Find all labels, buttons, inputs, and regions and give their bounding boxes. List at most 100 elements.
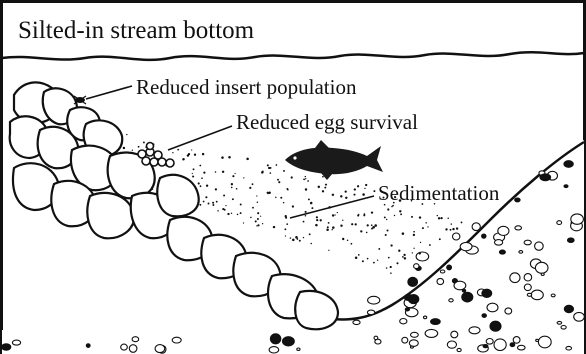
sediment-dot — [310, 202, 313, 205]
label-insect-population: Reduced insert population — [136, 77, 356, 98]
sediment-dot — [223, 195, 225, 197]
sediment-dot — [445, 228, 447, 230]
sediment-dot — [365, 184, 367, 186]
sediment-dot — [398, 250, 400, 252]
pebble — [453, 233, 460, 240]
sediment-dot — [257, 224, 259, 226]
sediment-dot — [286, 223, 288, 225]
sediment-dot — [322, 176, 324, 178]
pebble — [404, 294, 412, 300]
sediment-dot — [132, 150, 133, 151]
pebble — [510, 343, 515, 347]
sediment-dot — [340, 225, 342, 227]
sediment-dot — [334, 214, 335, 215]
pebble — [487, 303, 498, 312]
pebble — [527, 293, 531, 296]
sediment-dot — [400, 213, 402, 215]
sediment-dot — [275, 197, 276, 198]
pebble — [495, 240, 503, 246]
pebble — [531, 290, 543, 300]
sediment-dot — [199, 204, 201, 206]
sediment-dot — [390, 266, 392, 268]
sediment-dot — [273, 226, 275, 228]
pebble — [564, 305, 573, 312]
pebble — [424, 316, 427, 319]
sediment-dot — [402, 232, 405, 235]
sediment-dot — [215, 171, 217, 173]
sediment-dot — [357, 185, 359, 187]
sediment-dot — [345, 197, 347, 199]
sediment-dot — [309, 233, 311, 235]
sediment-dot — [404, 257, 406, 259]
sediment-dot — [285, 217, 287, 219]
sediment-dot — [290, 237, 291, 238]
sediment-dot — [328, 222, 330, 224]
sediment-dot — [240, 204, 242, 206]
sediment-dot — [367, 224, 369, 226]
pebble — [540, 174, 551, 181]
sediment-dot — [351, 223, 353, 225]
pebble — [437, 278, 444, 284]
egg-leader-line — [168, 126, 232, 150]
pebble — [414, 264, 419, 269]
pebble — [121, 344, 128, 350]
pebble — [451, 331, 458, 338]
sediment-dot — [385, 234, 387, 236]
sediment-dot — [283, 202, 285, 204]
sediment-dot — [249, 187, 251, 189]
insect-icon — [74, 96, 86, 104]
sediment-dot — [280, 197, 282, 199]
sediment-dot — [337, 212, 338, 213]
sediment-dot — [332, 214, 334, 216]
sediment-dot — [326, 229, 329, 232]
sediment-dot — [237, 214, 239, 216]
sediment-dot — [437, 215, 438, 216]
pebble — [557, 221, 562, 225]
sediment-dot — [394, 215, 395, 216]
pebble — [568, 238, 575, 243]
pebble — [425, 329, 438, 337]
pebble — [447, 265, 452, 270]
sediment-dot — [191, 149, 192, 150]
sediment-dot — [354, 188, 356, 190]
sediment-dot — [362, 260, 364, 262]
sediment-dot — [367, 258, 369, 260]
pebble — [297, 348, 300, 350]
sediment-dot — [305, 188, 307, 190]
sediment-dot — [311, 207, 313, 209]
pebble — [132, 337, 139, 342]
pebble — [524, 274, 532, 281]
sediment-dot — [360, 230, 362, 232]
sediment-dot — [193, 168, 195, 170]
sediment-dot — [413, 231, 415, 233]
sediment-dot — [198, 182, 200, 184]
egg-cluster-icon — [138, 143, 174, 168]
sediment-dot — [257, 218, 259, 220]
sediment-dot — [194, 154, 196, 156]
sediment-dot — [327, 226, 329, 228]
sediment-dot — [390, 244, 392, 246]
pebble — [405, 308, 409, 311]
sediment-dot — [364, 188, 365, 189]
sediment-dot — [419, 252, 421, 254]
sediment-dot — [425, 222, 426, 223]
pebble — [408, 277, 418, 286]
sediment-dot — [236, 188, 238, 190]
pebble — [564, 161, 573, 168]
sediment-dot — [451, 223, 452, 224]
pebble — [551, 294, 555, 297]
sediment-dot — [187, 154, 189, 156]
sediment-dot — [260, 216, 261, 217]
sediment-dot — [243, 222, 244, 223]
sediment-dot — [366, 232, 368, 234]
sediment-dot — [325, 184, 327, 186]
water-surface-line — [2, 52, 584, 60]
sediment-dot — [201, 177, 203, 179]
sediment-dot — [439, 238, 441, 240]
sediment-dot — [143, 141, 145, 143]
pebble — [353, 320, 360, 324]
sediment-dot — [332, 194, 334, 196]
pebble — [515, 198, 520, 202]
sediment-dot — [377, 260, 378, 261]
pebble — [447, 341, 456, 348]
